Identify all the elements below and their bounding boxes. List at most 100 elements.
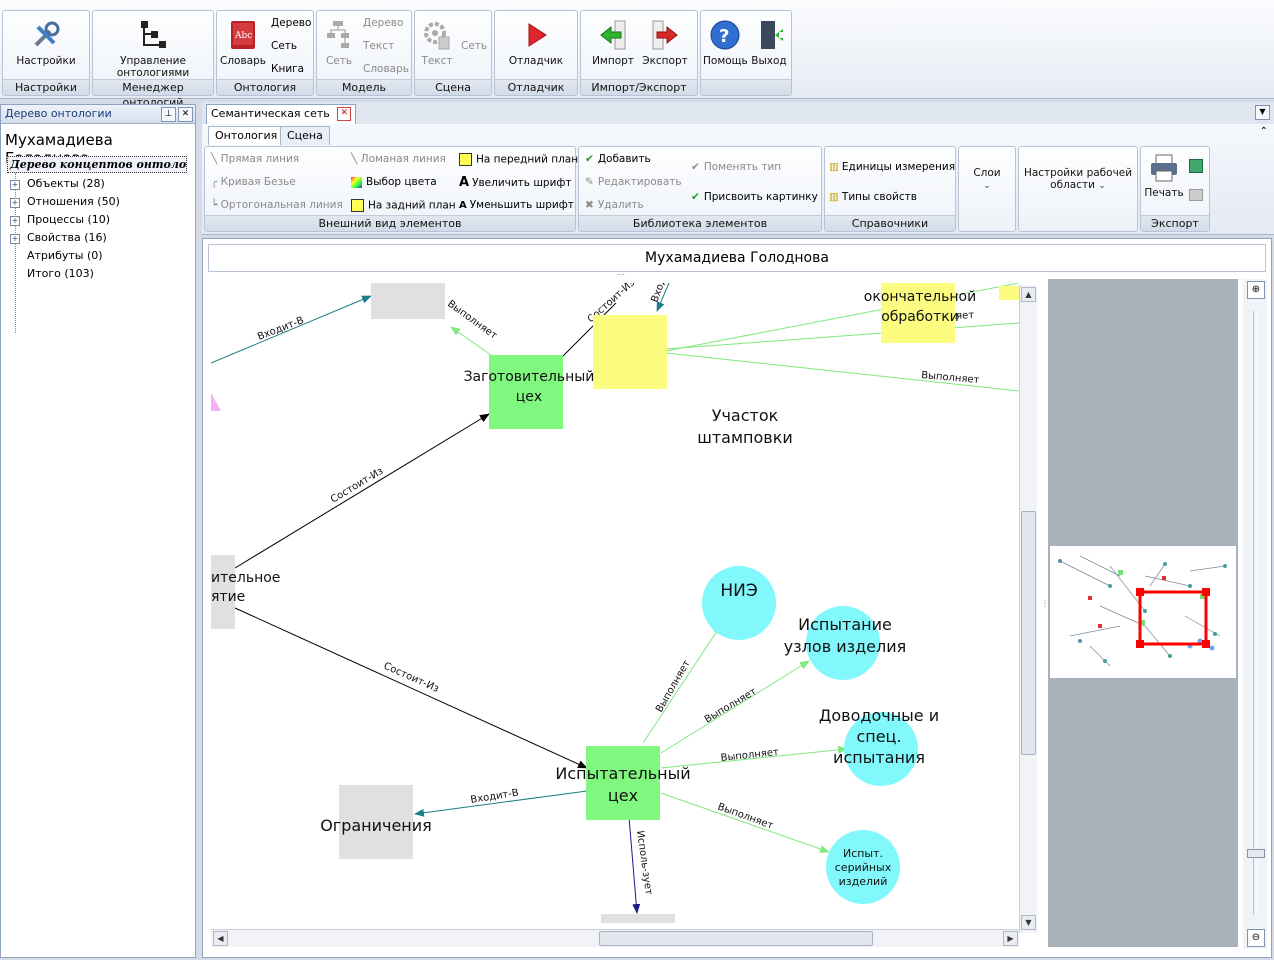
layers-button[interactable]: Слои ⌄	[973, 167, 1001, 191]
tree-item-processes[interactable]: +Процессы (10)	[10, 213, 111, 226]
edge-vypolnyaet-uzlov[interactable]	[660, 660, 810, 754]
property-types-button[interactable]: ▥Типы свойств	[829, 191, 917, 203]
minimap-view[interactable]	[1050, 546, 1236, 678]
tree-root[interactable]: Дерево концептов онтолог...	[7, 156, 187, 173]
node-ispyt-shape[interactable]	[586, 746, 660, 820]
pin-icon[interactable]: ⊥	[161, 107, 176, 122]
vertical-splitter-grip[interactable]: ⋮	[1041, 599, 1049, 608]
diagram-area[interactable]: Входит-В Выполняет Состоит-Из Вход Выпол…	[211, 283, 1019, 923]
collapse-ribbon-icon[interactable]: ⌃	[1259, 126, 1268, 137]
delete-button[interactable]: ✖Удалить	[585, 199, 644, 211]
node-bottom-shape[interactable]	[601, 914, 675, 923]
tree-item-attributes[interactable]: Атрибуты (0)	[27, 249, 103, 262]
export-image-icon[interactable]	[1189, 159, 1203, 173]
edit-button[interactable]: ✎Редактировать	[585, 176, 682, 188]
units-button[interactable]: ▥Единицы измерения	[829, 161, 956, 173]
expand-icon[interactable]: +	[10, 234, 20, 244]
straight-line-button[interactable]: ╲ Прямая линия	[211, 153, 300, 165]
zoom-out-icon[interactable]: ⊖	[1247, 929, 1265, 947]
tab-list-dropdown-icon[interactable]: ▼	[1255, 105, 1270, 120]
bezier-curve-button[interactable]: ╭ Кривая Безье	[211, 176, 296, 188]
node-yellow-mid-shape[interactable]	[593, 315, 667, 389]
tree-item-properties[interactable]: +Свойства (16)	[10, 231, 107, 244]
edge-sostoit-zagot[interactable]	[234, 413, 490, 569]
ontology-book-button[interactable]: Книга	[271, 63, 305, 75]
node-gray-top[interactable]	[371, 283, 445, 319]
zoom-in-icon[interactable]: ⊕	[1247, 281, 1265, 299]
workspace-settings-button[interactable]: Настройки рабочей области ⌄	[1023, 167, 1133, 191]
edge-vhod-top[interactable]	[656, 283, 670, 312]
scene-net-button[interactable]: Сеть	[461, 40, 488, 52]
scene-text-button[interactable]: Текст	[417, 19, 457, 67]
export-button[interactable]: Экспорт	[639, 19, 691, 67]
close-icon[interactable]: ✕	[178, 107, 193, 122]
polyline-button[interactable]: ╲ Ломаная линия	[351, 153, 446, 165]
vertical-scroll-thumb[interactable]	[1021, 511, 1036, 755]
dictionary-button[interactable]: Abc Словарь	[219, 19, 267, 67]
tab-ontology[interactable]: Онтология	[208, 126, 285, 145]
edge-vypolnyaet-nie[interactable]	[642, 624, 722, 744]
node-okonch-shape[interactable]	[881, 283, 955, 343]
add-button[interactable]: ✔Добавить	[585, 153, 651, 165]
scroll-down-icon[interactable]: ▼	[1021, 915, 1036, 930]
model-text-button[interactable]: Текст	[363, 40, 395, 52]
print-preview-icon[interactable]	[1189, 189, 1203, 201]
node-pink-partial[interactable]	[211, 393, 221, 411]
scroll-left-icon[interactable]: ◀	[213, 931, 228, 946]
assign-picture-button[interactable]: ✔Присвоить картинку	[691, 191, 818, 203]
zoom-track[interactable]	[1253, 311, 1258, 915]
exit-button[interactable]: Выход	[747, 19, 791, 67]
tree-item-objects[interactable]: +Объекты (28)	[10, 177, 105, 190]
model-tree-button[interactable]: Дерево	[363, 17, 404, 29]
minimap-panel[interactable]	[1048, 279, 1238, 947]
manage-ontologies-button[interactable]: Управление онтологиями	[93, 19, 213, 79]
edge-ispolzuet[interactable]	[628, 816, 641, 914]
zoom-slider-thumb[interactable]	[1247, 849, 1265, 858]
debugger-button[interactable]: Отладчик	[495, 19, 577, 67]
edge-sostoit-top[interactable]	[562, 302, 617, 357]
model-net-button[interactable]: Сеть	[319, 19, 359, 67]
node-dovod-shape[interactable]	[844, 712, 918, 786]
orthogonal-line-button[interactable]: ┕ Ортогональная линия	[211, 199, 343, 211]
model-dictionary-button[interactable]: Словарь	[363, 63, 409, 75]
expand-icon[interactable]: +	[10, 216, 20, 226]
tree-item-relations[interactable]: +Отношения (50)	[10, 195, 120, 208]
node-yellow-edge-shape[interactable]	[999, 286, 1019, 300]
send-to-back-button[interactable]: На задний план	[351, 199, 456, 213]
horizontal-scrollbar[interactable]: ◀ ▶	[211, 929, 1019, 947]
node-serial-shape[interactable]	[826, 830, 900, 904]
node-nie-shape[interactable]	[702, 566, 776, 640]
expand-icon[interactable]: +	[10, 198, 20, 208]
edge-vypolnyaet-dovod[interactable]	[660, 745, 848, 769]
node-ogran-shape[interactable]	[339, 785, 413, 859]
tab-scene[interactable]: Сцена	[280, 126, 330, 145]
color-picker-button[interactable]: Выбор цвета	[351, 176, 437, 189]
settings-button[interactable]: Настройки	[3, 19, 89, 67]
vertical-scrollbar[interactable]: ▲ ▼	[1019, 285, 1037, 933]
edge-vhodit-top[interactable]	[211, 295, 372, 364]
tree-item-total[interactable]: Итого (103)	[27, 267, 94, 280]
horizontal-scroll-thumb[interactable]	[599, 931, 873, 946]
zoom-bar[interactable]: ⊕ ⊖	[1243, 279, 1267, 949]
ontology-net-button[interactable]: Сеть	[271, 40, 298, 52]
edge-vhodit-ogran[interactable]	[414, 790, 588, 817]
node-proizv-shape[interactable]	[211, 555, 235, 629]
tab-semantic-net[interactable]: Семантическая сеть ✕	[206, 104, 357, 124]
help-button[interactable]: ? Помощь	[703, 19, 748, 67]
close-tab-icon[interactable]: ✕	[337, 107, 352, 121]
edge-vypolnyaet-serial[interactable]	[660, 792, 830, 853]
change-type-button[interactable]: ✔Поменять тип	[691, 161, 782, 173]
node-uzlov-shape[interactable]	[806, 606, 880, 680]
bring-to-front-button[interactable]: На передний план	[459, 153, 578, 167]
ontology-tree-button[interactable]: Дерево	[271, 17, 312, 29]
scroll-up-icon[interactable]: ▲	[1021, 287, 1036, 302]
node-zagot-shape[interactable]	[489, 355, 563, 429]
expand-icon[interactable]: +	[10, 180, 20, 190]
splitter-grip[interactable]: ⋯	[617, 270, 625, 279]
edge-sostoit-ispyt[interactable]	[234, 607, 588, 769]
scroll-right-icon[interactable]: ▶	[1003, 931, 1018, 946]
print-button[interactable]: Печать	[1143, 153, 1185, 199]
edge-vypolnyaet-top[interactable]	[450, 326, 492, 356]
